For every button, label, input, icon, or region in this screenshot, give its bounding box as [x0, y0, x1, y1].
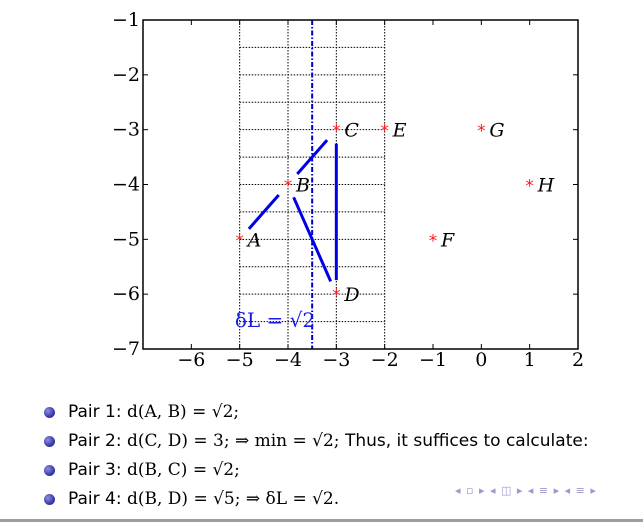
x-tick-label: −4 — [274, 349, 302, 371]
pair-3-item: Pair 3: d(B, C) = √2; — [42, 456, 589, 485]
point-marker-A: * — [235, 231, 244, 251]
x-tick-label: −3 — [322, 349, 350, 371]
pair-4-text: Pair 4: — [68, 489, 127, 509]
x-tick-label: −2 — [371, 349, 399, 371]
pair-4-item: Pair 4: d(B, D) = √5; ⇒ δL = √2. — [42, 485, 589, 514]
y-tick-label: −6 — [112, 283, 140, 305]
y-axis: −1 −2 −3 −4 −5 −6 −7 — [112, 9, 578, 360]
y-tick-label: −5 — [112, 228, 140, 250]
y-tick-label: −7 — [112, 338, 140, 360]
point-marker-G: * — [477, 122, 486, 142]
points: *A*B*C*D*E*F*G*H — [235, 120, 554, 306]
x-tick-label: 1 — [524, 349, 536, 371]
bullet-icon — [44, 494, 55, 505]
bullet-icon — [44, 407, 55, 418]
pair-2-tail: Thus, it suffices to calculate: — [344, 431, 589, 451]
x-tick-label: −6 — [177, 349, 205, 371]
point-label-H: H — [537, 175, 555, 197]
pair-list: Pair 1: d(A, B) = √2; Pair 2: d(C, D) = … — [42, 398, 589, 514]
delta-label: δL = √2 — [235, 308, 315, 332]
bottom-rule — [0, 519, 643, 522]
point-label-F: F — [440, 229, 455, 251]
pair-segments — [247, 139, 338, 282]
bullet-icon — [44, 465, 55, 476]
y-tick-label: −2 — [112, 64, 140, 86]
y-tick-label: −1 — [112, 9, 140, 31]
pair-2-text: Pair 2: — [68, 431, 127, 451]
point-marker-H: * — [525, 177, 534, 197]
pair-3-text: Pair 3: — [68, 460, 127, 480]
pair-segment-BC — [296, 139, 329, 175]
point-label-G: G — [489, 120, 504, 142]
x-tick-label: 0 — [475, 349, 487, 371]
pair-1-math: d(A, B) = √2; — [126, 402, 240, 422]
point-marker-E: * — [380, 122, 389, 142]
point-label-D: D — [343, 284, 359, 306]
beamer-navigation-icons[interactable]: ◂ ▫ ▸ ◂ ◫ ▸ ◂ ≡ ▸ ◂ ≡ ▸ — [455, 484, 597, 497]
x-tick-label: −5 — [226, 349, 254, 371]
point-marker-B: * — [284, 177, 293, 197]
pair-2-math: d(C, D) = 3; ⇒ min = √2; — [126, 431, 345, 451]
point-marker-D: * — [332, 286, 341, 306]
x-tick-label: −1 — [419, 349, 447, 371]
bullet-icon — [44, 436, 55, 447]
point-marker-F: * — [429, 231, 438, 251]
point-marker-C: * — [332, 122, 341, 142]
pair-3-math: d(B, C) = √2; — [126, 460, 240, 480]
point-label-B: B — [295, 175, 310, 197]
x-axis: −6 −5 −4 −3 −2 −1 0 1 2 — [177, 20, 584, 371]
pair-1-item: Pair 1: d(A, B) = √2; — [42, 398, 589, 427]
x-tick-label: 2 — [572, 349, 584, 371]
point-label-C: C — [344, 120, 359, 142]
pair-segment-BD — [292, 196, 333, 282]
pair-1-text: Pair 1: — [68, 402, 127, 422]
y-tick-label: −4 — [112, 174, 140, 196]
pair-2-item: Pair 2: d(C, D) = 3; ⇒ min = √2; Thus, i… — [42, 427, 589, 456]
point-label-A: A — [246, 229, 262, 251]
pair-4-math: d(B, D) = √5; ⇒ δL = √2. — [126, 489, 340, 509]
y-tick-label: −3 — [112, 119, 140, 141]
point-label-E: E — [392, 120, 407, 142]
pair-segment-AB — [247, 194, 280, 230]
